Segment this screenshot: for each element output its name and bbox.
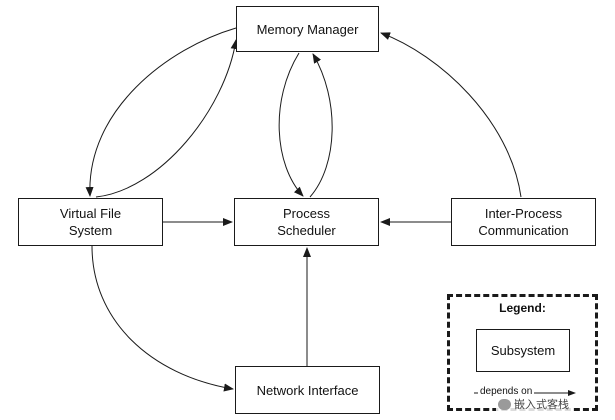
process-scheduler-box: Process Scheduler (234, 198, 379, 246)
arrow-virtual-file-system-to-memory-manager (95, 39, 239, 198)
arrow-memory-manager-to-virtual-file-system (85, 27, 237, 197)
process-scheduler-label-line2: Scheduler (277, 223, 336, 238)
legend-depends-label: depends on (478, 386, 535, 397)
legend-subsystem-box: Subsystem (476, 329, 570, 372)
memory-manager-box: Memory Manager (236, 6, 379, 52)
virtual-file-system-box: Virtual File System (18, 198, 163, 246)
legend-title: Legend: (499, 301, 546, 315)
legend-depends-text: depends on (478, 386, 535, 397)
arrow-virtual-file-system-to-network-interface (91, 245, 234, 392)
memory-manager-label: Memory Manager (256, 21, 359, 37)
legend-subsystem-label: Subsystem (490, 343, 556, 358)
arrow-inter-process-communication-to-memory-manager (380, 32, 522, 198)
inter-process-communication-box: Inter-Process Communication (451, 198, 596, 246)
watermark: 嵌入式客栈 (496, 396, 571, 412)
process-scheduler-label-line1: Process (283, 206, 330, 221)
virtual-file-system-label-line1: Virtual File (59, 206, 122, 221)
virtual-file-system-label-line2: System (68, 223, 113, 238)
arrow-process-scheduler-to-memory-manager (309, 53, 333, 198)
chat-bubble-icon (498, 398, 511, 410)
network-interface-label: Network Interface (256, 382, 359, 398)
inter-process-communication-label-line1: Inter-Process (484, 206, 563, 221)
inter-process-communication-label-line2: Communication (478, 223, 569, 238)
watermark-text: 嵌入式客栈 (514, 399, 569, 411)
network-interface-box: Network Interface (235, 366, 380, 414)
arrow-memory-manager-to-process-scheduler (278, 52, 304, 197)
legend: Legend: Subsystem depends on (447, 294, 598, 411)
